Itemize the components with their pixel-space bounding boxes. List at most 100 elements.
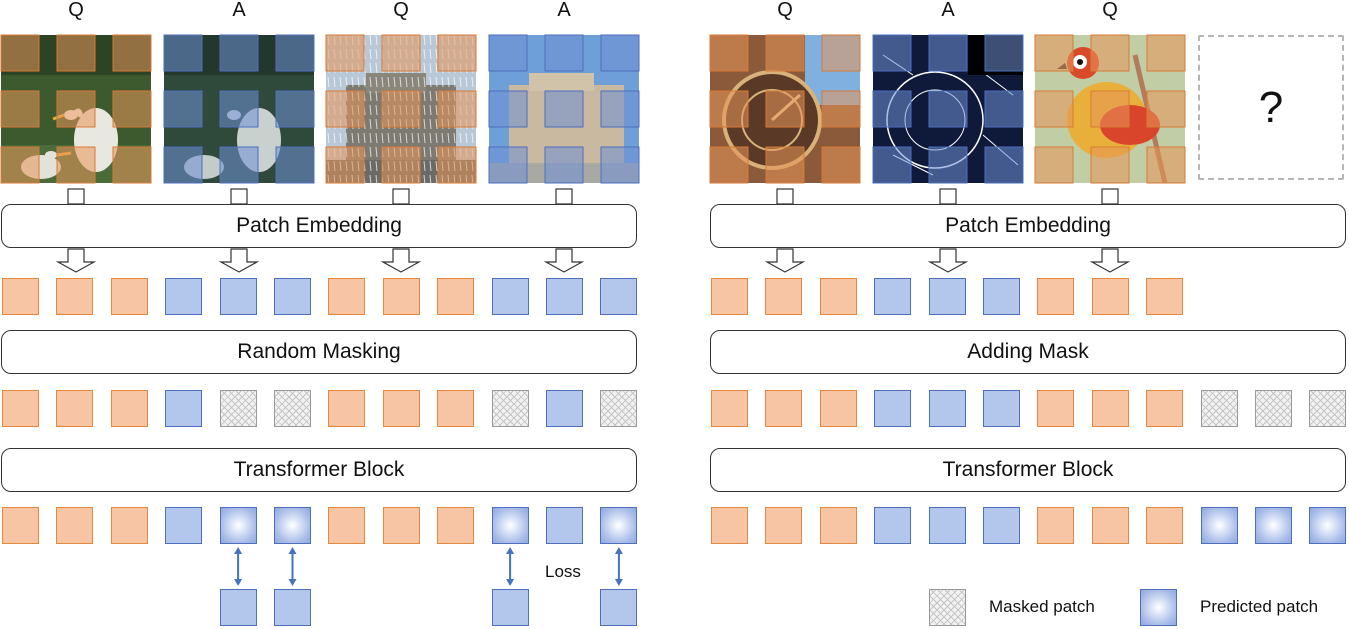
left-row3-predicted-patch-11 (600, 507, 638, 544)
patch-grid-q1 (0, 34, 152, 184)
patch-grid-q3-cell (765, 34, 805, 72)
right-row2-query-patch-7 (1091, 390, 1129, 427)
right-row3-predicted-patch-9 (1200, 507, 1238, 544)
right-row3-query-patch-1 (765, 507, 803, 544)
right-row1-query-patch-0 (711, 278, 748, 315)
left-patch-embedding-block: Patch Embedding (1, 204, 637, 248)
loss-arrowhead-4-1 (234, 579, 243, 586)
patch-grid-a1-cell (275, 34, 315, 72)
patch-grid-a3-cell (984, 90, 1024, 128)
patch-grid-q1-cell (56, 90, 96, 128)
patch-grid-a3 (872, 34, 1024, 184)
query-output-placeholder: ? (1198, 35, 1344, 180)
left-row2-query-patch-8 (437, 390, 475, 427)
legend-masked-label: Masked patch (989, 597, 1095, 616)
right-row3-answer-patch-3 (874, 507, 912, 544)
patch-grid-q3-cell (821, 146, 861, 184)
left-row3-query-patch-0 (2, 507, 39, 544)
left-row1-answer-patch-4 (219, 278, 257, 315)
patch-grid-q2-cell (325, 34, 365, 72)
right-row2-answer-patch-4 (928, 390, 966, 427)
right-row1-query-patch-8 (1146, 278, 1184, 315)
loss-arrowhead-11-1 (614, 579, 623, 586)
patch-grid-q3-cell (709, 146, 749, 184)
patch-grid-q1-cell (0, 146, 40, 184)
patch-grid-a3-cell (984, 34, 1024, 72)
patch-grid-q1-cell (56, 146, 96, 184)
right-row1-answer-patch-3 (874, 278, 912, 315)
patch-grid-q4-cell (1146, 34, 1186, 72)
patch-grid-q4-cell (1090, 146, 1130, 184)
patch-grid-a1-cell (275, 146, 315, 184)
left-row2-masked-patch-4 (219, 390, 257, 427)
patch-grid-q1-cell (56, 34, 96, 72)
left-row3-predicted-patch-9 (491, 507, 529, 544)
right-transformer-block: Transformer Block (710, 448, 1346, 492)
patch-grid-q2-cell (381, 34, 421, 72)
left-row2-query-patch-6 (328, 390, 366, 427)
patch-grid-a2-cell (544, 34, 584, 72)
patch-grid-q4-cell (1146, 90, 1186, 128)
right-label-a1: A (941, 0, 955, 21)
patch-grid-a2 (488, 34, 640, 184)
adding-mask-block: Adding Mask (710, 330, 1346, 374)
patch-grid-a3-cell (928, 90, 968, 128)
patch-grid-a2-cell (488, 146, 528, 184)
legend-masked-swatch (929, 589, 966, 626)
target-patch-9 (491, 589, 529, 626)
random-masking-block: Random Masking (1, 330, 637, 374)
legend-predicted-label: Predicted patch (1200, 597, 1319, 616)
left-row1-query-patch-8 (437, 278, 475, 315)
left-row3-query-patch-1 (56, 507, 94, 544)
right-row3-answer-patch-4 (928, 507, 966, 544)
right-row3-query-patch-8 (1146, 507, 1184, 544)
patch-grid-a3-cell (984, 146, 1024, 184)
patch-grid-a1-cell (163, 146, 203, 184)
patch-grid-q4-cell (1034, 34, 1074, 72)
left-row2-query-patch-7 (382, 390, 420, 427)
right-embed-arrow-2 (1089, 248, 1131, 273)
patch-grid-q3 (709, 34, 861, 184)
left-row3-query-patch-8 (437, 507, 475, 544)
right-row1-answer-patch-4 (928, 278, 966, 315)
left-row1-query-patch-6 (328, 278, 366, 315)
patch-grid-q4 (1034, 34, 1186, 184)
left-embed-arrow-2 (380, 248, 422, 273)
right-row1-answer-patch-5 (983, 278, 1020, 315)
loss-arrowhead-5-0 (288, 547, 297, 554)
right-row2-masked-patch-11 (1309, 390, 1347, 427)
patch-grid-a3-cell (872, 34, 912, 72)
target-patch-4 (219, 589, 257, 626)
left-image-connector-0 (67, 188, 85, 205)
patch-grid-q4-cell (1090, 90, 1130, 128)
patch-grid-q2-cell (381, 146, 421, 184)
loss-arrowhead-9-0 (506, 547, 515, 554)
left-row2-answer-patch-3 (165, 390, 203, 427)
left-label-a1: A (232, 0, 246, 21)
right-image-connector-1 (939, 188, 957, 205)
right-row2-masked-patch-10 (1255, 390, 1292, 427)
left-row1-query-patch-1 (56, 278, 94, 315)
left-row1-query-patch-2 (110, 278, 148, 315)
left-row2-query-patch-2 (110, 390, 148, 427)
question-mark: ? (1258, 82, 1284, 132)
patch-grid-a1-cell (219, 146, 259, 184)
patch-grid-a1-cell (163, 90, 203, 128)
patch-grid-a2-cell (544, 146, 584, 184)
right-row1-query-patch-6 (1037, 278, 1075, 315)
left-label-q2: Q (393, 0, 409, 21)
target-patch-11 (600, 589, 638, 626)
patch-grid-q4-cell (1146, 146, 1186, 184)
patch-grid-a1-cell (163, 34, 203, 72)
patch-grid-q1-cell (112, 146, 152, 184)
loss-arrowhead-9-1 (506, 579, 515, 586)
patch-grid-a1-cell (275, 90, 315, 128)
right-patch-embedding-block: Patch Embedding (710, 204, 1346, 248)
left-image-connector-3 (555, 188, 573, 205)
left-row2-masked-patch-5 (274, 390, 311, 427)
right-row3-answer-patch-5 (983, 507, 1020, 544)
left-row3-query-patch-2 (110, 507, 148, 544)
patch-grid-q3-cell (765, 90, 805, 128)
